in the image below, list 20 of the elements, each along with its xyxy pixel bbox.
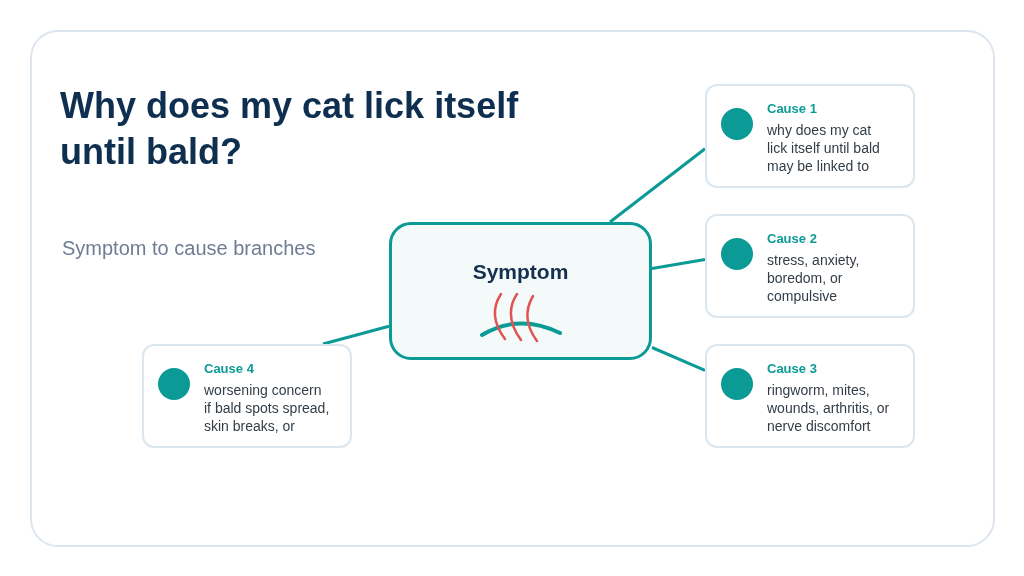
cause-card bbox=[142, 344, 352, 448]
connector-line bbox=[609, 147, 706, 224]
card-text: ringworm, mites, wounds, arthritis, or nerve discomfort bbox=[767, 381, 891, 435]
card-heading: Cause 2 bbox=[767, 230, 818, 248]
card-heading: Cause 3 bbox=[767, 360, 818, 378]
cause-card bbox=[705, 214, 915, 318]
card-text: why does my cat lick itself until bald may be linked to bbox=[767, 121, 881, 175]
card-text: stress, anxiety, boredom, or compulsive bbox=[767, 251, 861, 305]
node-label: Symptom bbox=[472, 259, 569, 285]
subtitle: Symptom to cause branches bbox=[62, 236, 316, 260]
card-heading: Cause 1 bbox=[767, 100, 818, 118]
symptom-box bbox=[389, 222, 652, 360]
card-heading: Cause 4 bbox=[204, 360, 255, 378]
card-text: worsening concern if bald spots spread, skin breaks, or bbox=[204, 381, 331, 435]
cause-card bbox=[705, 344, 915, 448]
page-title: Why does my cat lick itself until bald? bbox=[60, 84, 520, 174]
connector-line bbox=[651, 346, 706, 372]
connector-line bbox=[322, 324, 390, 346]
cause-card bbox=[705, 84, 915, 188]
connector-line bbox=[651, 258, 706, 270]
